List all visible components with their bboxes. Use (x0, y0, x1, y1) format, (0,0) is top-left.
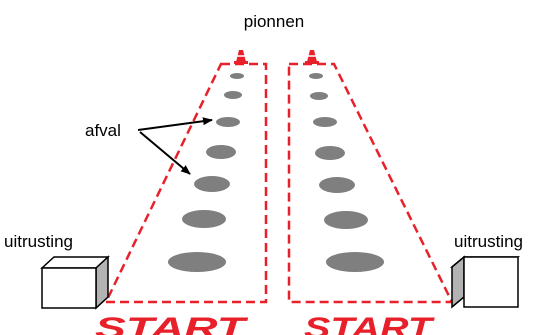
right-cone-icon (305, 50, 319, 64)
left-equipment-box-icon (40, 255, 110, 310)
right-equipment-box-icon (449, 255, 521, 309)
waste-item (326, 252, 384, 272)
left-cone-icon (234, 50, 248, 64)
waste-item (310, 92, 328, 100)
waste-item (168, 252, 226, 272)
waste-item (315, 146, 345, 160)
waste-arrow-lower (139, 131, 191, 175)
waste-item (206, 145, 236, 159)
cones-label: pionnen (244, 12, 305, 31)
left-lane-border (104, 62, 268, 304)
left-lane-waste (168, 73, 244, 272)
waste-item (194, 176, 230, 192)
waste-item (230, 73, 244, 79)
waste-item (216, 117, 240, 127)
waste-item (224, 91, 242, 99)
start-left-label: START (95, 312, 249, 335)
waste-item (324, 211, 368, 229)
waste-item (309, 73, 323, 79)
right-lane-waste (309, 73, 384, 272)
waste-item (313, 117, 337, 127)
equipment-right-label: uitrusting (454, 232, 523, 251)
waste-arrow-upper (137, 117, 213, 131)
waste-item (319, 177, 355, 193)
waste-item (182, 210, 226, 228)
equipment-left-label: uitrusting (4, 232, 73, 251)
waste-label: afval (85, 121, 121, 140)
start-right-label: START (304, 312, 436, 335)
